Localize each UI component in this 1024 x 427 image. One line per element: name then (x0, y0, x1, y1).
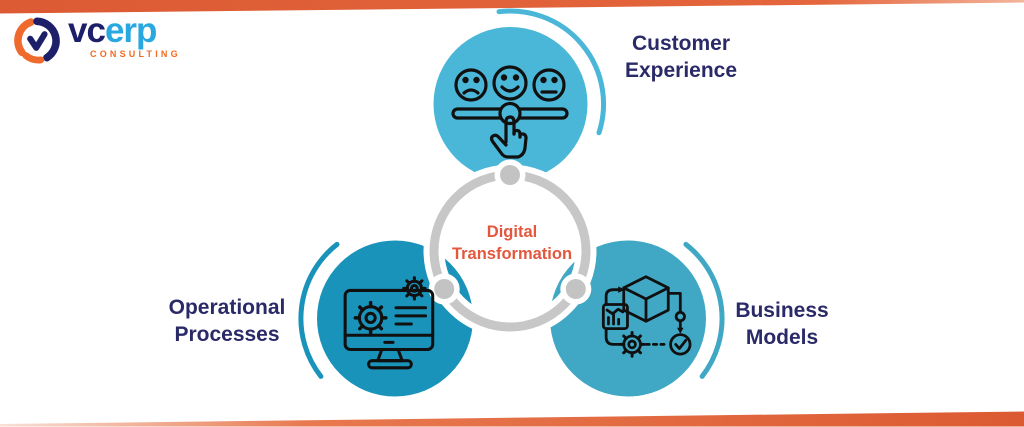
brand-wordmark: vcerp CONSULTING (68, 11, 181, 59)
label-operational-processes: Operational Processes (142, 295, 312, 348)
flow-gear-icon (618, 331, 646, 358)
center-title-line: Transformation (451, 244, 573, 263)
large-gear-icon (353, 300, 388, 335)
center-title: Digital Transformation (412, 222, 612, 265)
ring-node-right (560, 273, 592, 305)
screen-text-lines (394, 306, 428, 326)
label-line: Models (745, 325, 819, 349)
happy-face-icon (492, 65, 528, 101)
top-border-wedge (0, 0, 1024, 14)
sad-face-icon (454, 68, 488, 102)
feedback-rating-slider-icon (451, 65, 569, 159)
chart-document-icon (601, 303, 629, 331)
brand-name-erp: erp (104, 11, 157, 50)
label-line: Experience (624, 58, 738, 82)
label-line: Business (735, 299, 829, 322)
label-business-models: Business Models (697, 298, 867, 351)
ring-node-left (428, 273, 460, 305)
business-circle-arc (683, 241, 725, 379)
flow-arrow-top (604, 286, 625, 306)
flow-bracket-left (604, 327, 621, 346)
tap-hand-icon (489, 115, 528, 159)
check-circle-icon (669, 333, 692, 356)
label-line: Operational (168, 296, 286, 319)
customer-circle-arc (496, 8, 607, 136)
monitor-gears-icon (343, 276, 435, 370)
neutral-face-icon (532, 68, 566, 102)
flow-arrow-right (666, 292, 686, 334)
cube-icon (622, 275, 670, 323)
small-gear-icon (402, 276, 427, 301)
label-line: Customer (631, 32, 731, 55)
swirl-globe-icon (14, 17, 60, 64)
operational-circle-arc (298, 241, 340, 379)
ring-node-top (494, 159, 526, 191)
process-flow-cube-icon (601, 275, 692, 358)
label-customer-experience: Customer Experience (596, 31, 766, 84)
bottom-border-wedge (0, 411, 1024, 427)
brand-name-vc: vc (68, 11, 106, 50)
brand-name: vcerp (68, 11, 181, 50)
center-title-line: Digital (486, 223, 538, 241)
label-line: Processes (174, 322, 280, 346)
slider-icon (451, 101, 569, 126)
brand-logo: vcerp CONSULTING (12, 11, 181, 66)
brand-subtitle: CONSULTING (90, 49, 181, 59)
monitor-icon (343, 288, 435, 370)
